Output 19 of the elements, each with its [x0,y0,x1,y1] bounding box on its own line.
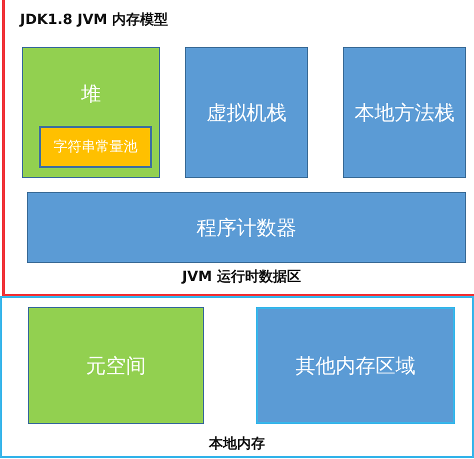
memory-block [27,192,466,263]
block-label: 其他内存区域 [296,352,416,379]
region-label: JVM 运行时数据区 [182,268,301,286]
block-label: 虚拟机栈 [206,99,286,126]
block-label: 字符串常量池 [54,138,138,156]
block-label: 元空间 [86,352,146,379]
memory-block [343,47,466,178]
block-label: 堆 [81,80,101,108]
block-label: 本地方法栈 [354,99,454,126]
region-label: 本地内存 [209,435,265,453]
memory-block [22,47,160,178]
memory-block [256,307,455,424]
block-label: 程序计数器 [196,214,296,241]
memory-block [185,47,308,178]
region-frame [0,296,474,458]
memory-block [39,126,152,168]
memory-block [28,307,204,424]
region-frame [2,0,474,296]
diagram-title: JDK1.8 JVM 内存模型 [20,11,168,29]
